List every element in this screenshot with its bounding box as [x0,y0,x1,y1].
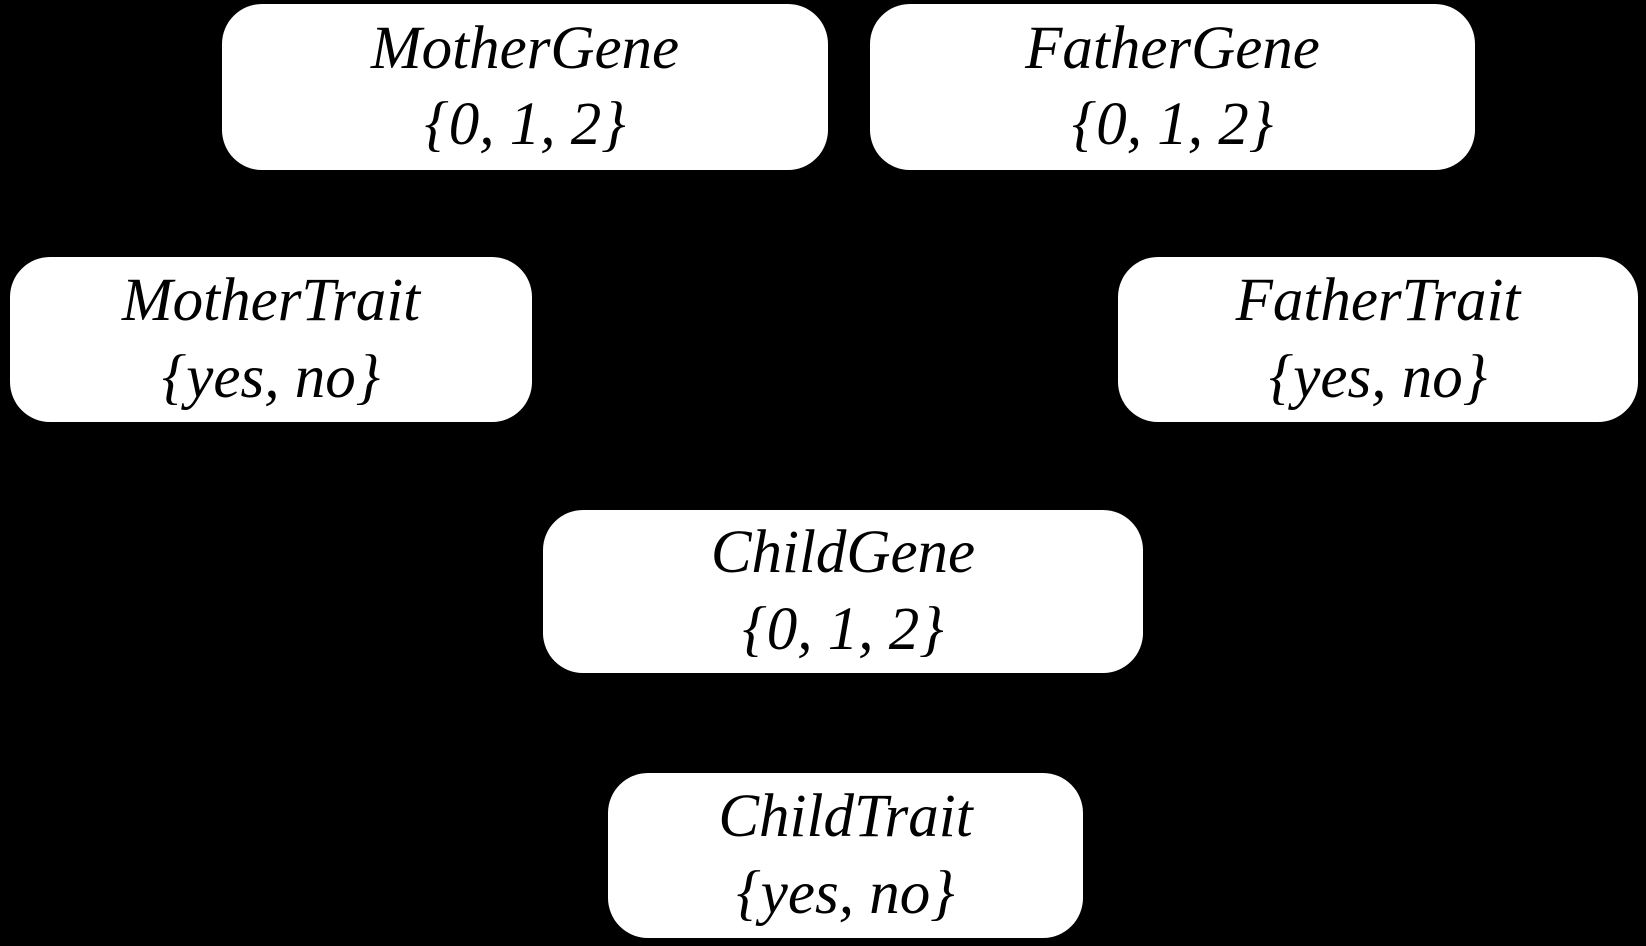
node-child-gene: ChildGene {0, 1, 2} [543,510,1143,673]
node-mother-trait-title: MotherTrait [121,267,421,335]
node-mother-gene-domain: {0, 1, 2} [424,91,626,158]
node-father-trait-title: FatherTrait [1235,267,1521,335]
node-mother-gene: MotherGene {0, 1, 2} [222,4,828,170]
node-child-trait-title: ChildTrait [718,783,973,851]
node-father-gene: FatherGene {0, 1, 2} [870,4,1475,170]
node-father-gene-title: FatherGene [1025,14,1320,82]
node-child-trait-domain: {yes, no} [736,859,955,927]
node-child-trait: ChildTrait {yes, no} [608,773,1083,938]
node-father-trait: FatherTrait {yes, no} [1118,257,1638,422]
node-father-trait-domain: {yes, no} [1268,343,1488,411]
node-child-gene-title: ChildGene [710,519,976,587]
node-mother-trait: MotherTrait {yes, no} [10,257,532,422]
node-mother-gene-title: MotherGene [370,14,680,82]
node-father-gene-domain: {0, 1, 2} [1071,91,1274,158]
node-mother-trait-domain: {yes, no} [161,343,381,411]
node-child-gene-domain: {0, 1, 2} [742,595,944,663]
